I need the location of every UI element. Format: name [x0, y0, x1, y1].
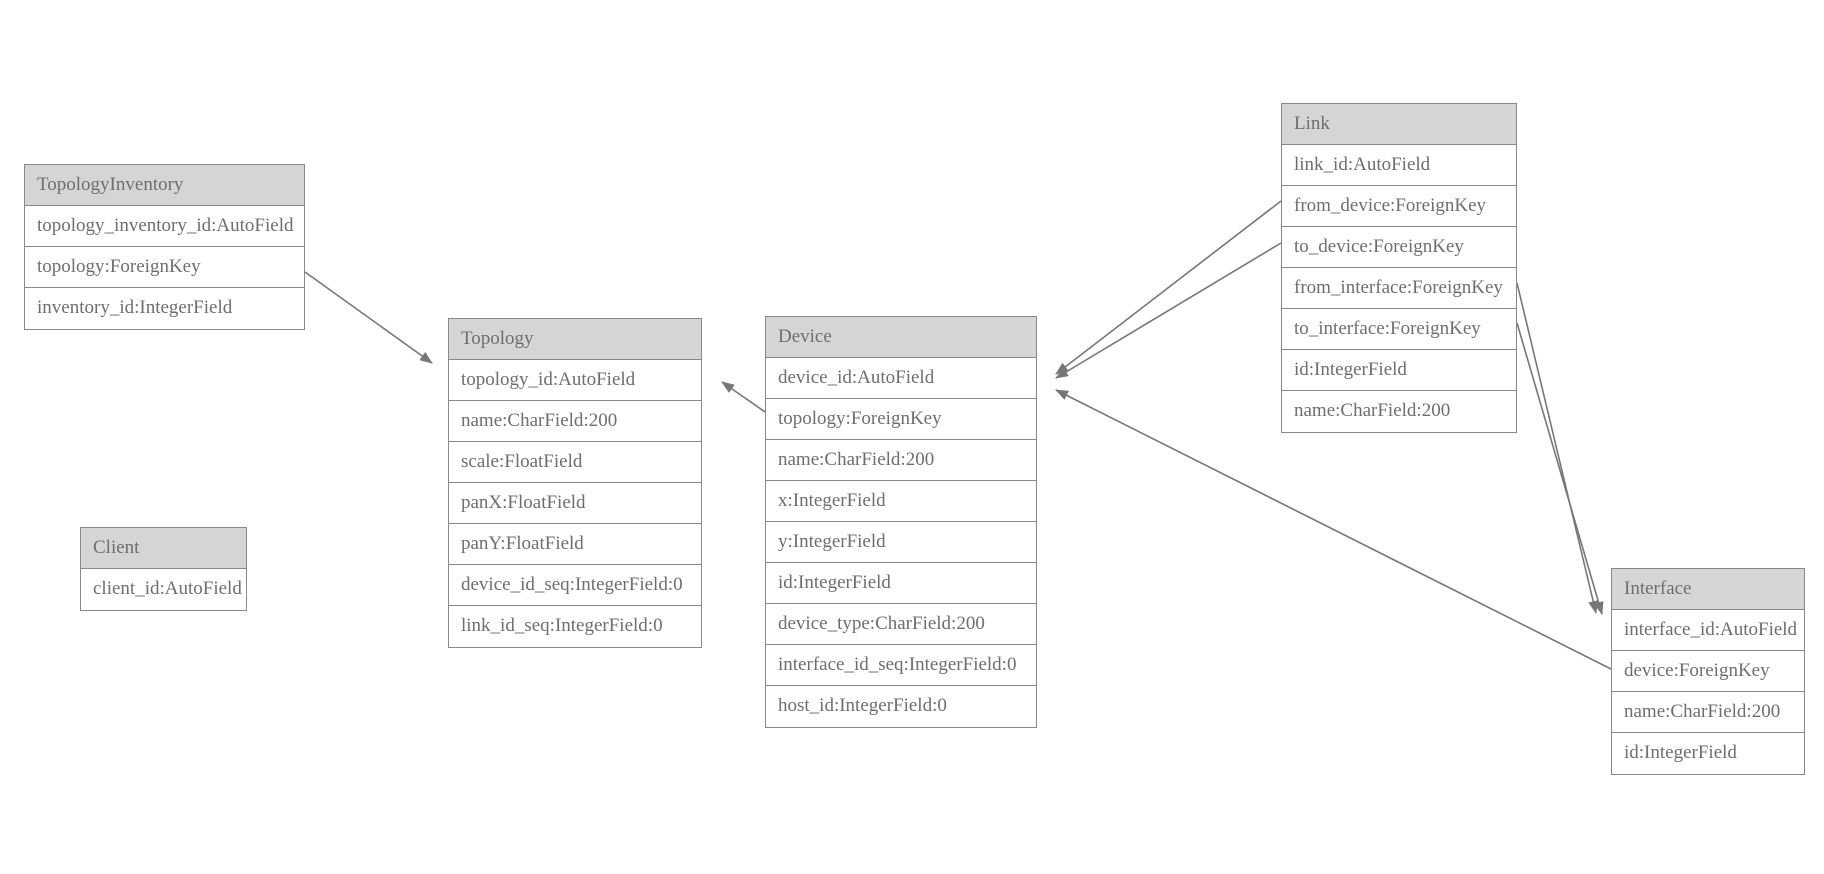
entity-field: panX:FloatField — [449, 483, 701, 524]
entity-interface[interactable]: Interface interface_id:AutoField device:… — [1611, 568, 1805, 775]
entity-field: device:ForeignKey — [1612, 651, 1804, 692]
edge-device-to-topology — [721, 381, 769, 415]
entity-title: TopologyInventory — [25, 165, 304, 206]
entity-field: id:IntegerField — [1612, 733, 1804, 774]
edge-link-from-interface-to-interface — [1516, 282, 1599, 614]
entity-field: interface_id:AutoField — [1612, 610, 1804, 651]
edge-link-from-device-to-device — [1055, 200, 1282, 375]
entity-field: host_id:IntegerField:0 — [766, 686, 1036, 727]
entity-field: panY:FloatField — [449, 524, 701, 565]
entity-title: Device — [766, 317, 1036, 358]
entity-field: device_type:CharField:200 — [766, 604, 1036, 645]
entity-field: scale:FloatField — [449, 442, 701, 483]
edge-link-to-interface-to-interface — [1516, 322, 1604, 615]
entity-field: from_device:ForeignKey — [1282, 186, 1516, 227]
entity-field: name:CharField:200 — [766, 440, 1036, 481]
entity-field: from_interface:ForeignKey — [1282, 268, 1516, 309]
entity-field: id:IntegerField — [766, 563, 1036, 604]
entity-field: inventory_id:IntegerField — [25, 288, 304, 329]
entity-field: x:IntegerField — [766, 481, 1036, 522]
entity-topology-inventory[interactable]: TopologyInventory topology_inventory_id:… — [24, 164, 305, 330]
entity-field: topology_id:AutoField — [449, 360, 701, 401]
entity-field: interface_id_seq:IntegerField:0 — [766, 645, 1036, 686]
entity-field: y:IntegerField — [766, 522, 1036, 563]
entity-title: Link — [1282, 104, 1516, 145]
entity-field: link_id_seq:IntegerField:0 — [449, 606, 701, 647]
entity-field: name:CharField:200 — [449, 401, 701, 442]
entity-title: Interface — [1612, 569, 1804, 610]
entity-field: link_id:AutoField — [1282, 145, 1516, 186]
entity-field: device_id_seq:IntegerField:0 — [449, 565, 701, 606]
entity-device[interactable]: Device device_id:AutoField topology:Fore… — [765, 316, 1037, 728]
entity-field: topology:ForeignKey — [766, 399, 1036, 440]
entity-link[interactable]: Link link_id:AutoField from_device:Forei… — [1281, 103, 1517, 433]
entity-field: to_device:ForeignKey — [1282, 227, 1516, 268]
edge-topologyinventory-to-topology — [304, 271, 433, 364]
entity-field: topology_inventory_id:AutoField — [25, 206, 304, 247]
entity-topology[interactable]: Topology topology_id:AutoField name:Char… — [448, 318, 702, 648]
entity-title: Client — [81, 528, 246, 569]
entity-title: Topology — [449, 319, 701, 360]
edge-link-to-device-to-device — [1055, 242, 1282, 379]
entity-field: device_id:AutoField — [766, 358, 1036, 399]
entity-field: to_interface:ForeignKey — [1282, 309, 1516, 350]
entity-field: name:CharField:200 — [1612, 692, 1804, 733]
entity-field: client_id:AutoField — [81, 569, 246, 610]
entity-field: topology:ForeignKey — [25, 247, 304, 288]
entity-field: name:CharField:200 — [1282, 391, 1516, 432]
entity-field: id:IntegerField — [1282, 350, 1516, 391]
entity-client[interactable]: Client client_id:AutoField — [80, 527, 247, 611]
